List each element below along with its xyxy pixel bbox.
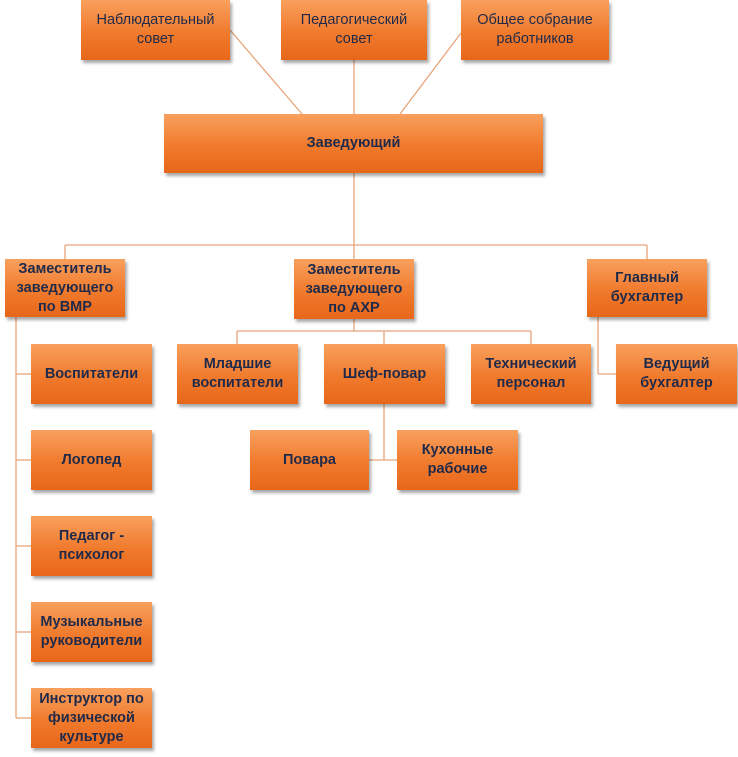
- node-lead-accountant: Ведущий бухгалтер: [616, 344, 737, 404]
- node-pe-instructor: Инструктор по физической культуре: [31, 688, 152, 748]
- node-psychologist: Педагог - психолог: [31, 516, 152, 576]
- node-general-meeting: Общее собрание работников: [461, 0, 609, 60]
- node-kitchen-workers: Кухонные рабочие: [397, 430, 518, 490]
- node-speech-therapist: Логопед: [31, 430, 152, 490]
- node-chief-accountant: Главный бухгалтер: [587, 259, 707, 317]
- node-educators: Воспитатели: [31, 344, 152, 404]
- node-deputy-ahr: Заместитель заведующего по АХР: [294, 259, 414, 319]
- node-music-directors: Музыкальные руководители: [31, 602, 152, 662]
- node-junior-educators: Младшие воспитатели: [177, 344, 298, 404]
- connector-meeting-head: [399, 32, 462, 115]
- node-supervisory-board: Наблюдательный совет: [81, 0, 230, 60]
- node-chef: Шеф-повар: [324, 344, 445, 404]
- node-deputy-vmr: Заместитель заведующего по ВМР: [5, 259, 125, 317]
- node-cooks: Повара: [250, 430, 369, 490]
- node-technical-staff: Технический персонал: [471, 344, 591, 404]
- node-head: Заведующий: [164, 114, 543, 173]
- node-pedagogical-council: Педагогический совет: [281, 0, 427, 60]
- connector-supervisory-head: [229, 29, 303, 115]
